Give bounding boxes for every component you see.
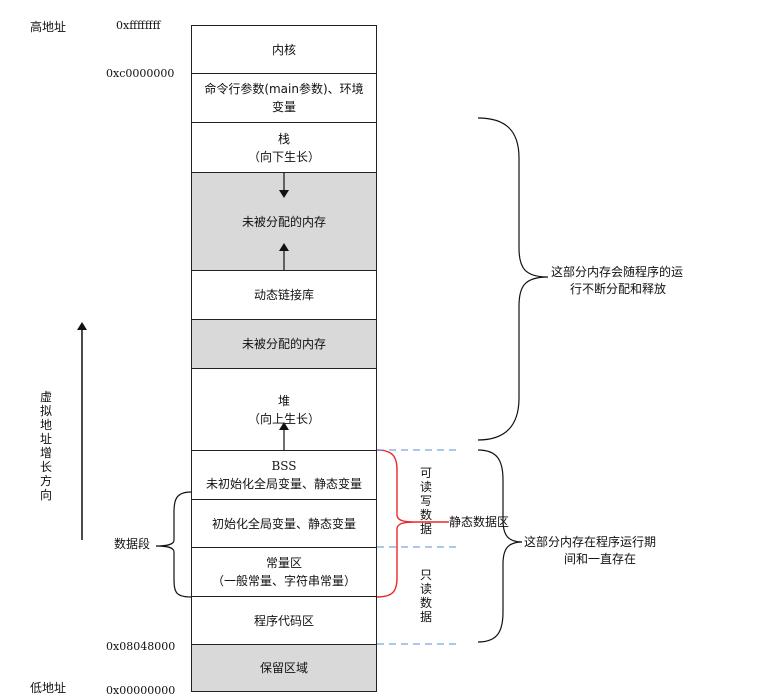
- address-bottom: 0x00000000: [106, 684, 176, 697]
- args-env-block: 命令行参数(main参数)、环境 变量: [191, 73, 377, 123]
- static-data-area-label: 静态数据区: [449, 515, 510, 529]
- growth-direction-label: 虚拟地址增长方向: [39, 390, 52, 502]
- static-memory-note-1: 这部分内存在程序运行期: [524, 535, 657, 549]
- readonly-data-label: 只读数据: [419, 568, 432, 624]
- stack-label-1: 栈: [277, 131, 290, 146]
- unallocated-label-lower: 未被分配的内存: [241, 337, 326, 351]
- heap-label-1: 堆: [277, 393, 290, 408]
- kernel-label: 内核: [271, 42, 296, 57]
- reserved-block: 保留区域: [191, 644, 377, 692]
- bss-label-1: BSS: [271, 459, 297, 473]
- bss-block: BSS 未初始化全局变量、静态变量: [191, 450, 377, 500]
- text-segment-label: 程序代码区: [253, 613, 314, 628]
- heap-label-2: （向上生长）: [247, 411, 320, 426]
- bss-label-2: 未初始化全局变量、静态变量: [205, 477, 362, 491]
- unallocated-memory-block-lower: 未被分配的内存: [191, 319, 377, 369]
- args-env-label-2: 变量: [271, 100, 296, 114]
- high-address-label: 高地址: [30, 20, 67, 34]
- kernel-block: 内核: [191, 25, 377, 74]
- reserved-label: 保留区域: [259, 661, 308, 675]
- data-segment-bracket: [155, 491, 192, 598]
- unallocated-label-upper: 未被分配的内存: [241, 214, 326, 229]
- address-code-start: 0x08048000: [106, 640, 176, 653]
- args-env-label-1: 命令行参数(main参数)、环境: [204, 82, 364, 96]
- rodata-block: 常量区 （一般常量、字符串常量）: [191, 547, 377, 597]
- data-block: 初始化全局变量、静态变量: [191, 499, 377, 548]
- data-label: 初始化全局变量、静态变量: [211, 516, 356, 531]
- address-kernel-start: 0xc0000000: [106, 67, 175, 80]
- readwrite-bracket-red: [376, 449, 417, 598]
- rodata-label-1: 常量区: [265, 556, 302, 570]
- address-top: 0xffffffff: [116, 19, 161, 32]
- readwrite-data-label: 可读写数据: [419, 466, 432, 536]
- static-memory-note-2: 间和一直存在: [564, 552, 637, 566]
- dynamic-region-brace: [477, 117, 549, 441]
- dynamic-library-label: 动态链接库: [253, 288, 314, 302]
- stack-label-2: （向下生长）: [247, 149, 320, 164]
- dynamic-memory-note-1: 这部分内存会随程序的运: [551, 265, 684, 279]
- static-region-brace: [477, 449, 523, 643]
- dynamic-memory-note-2: 行不断分配和释放: [570, 282, 667, 296]
- low-address-label: 低地址: [30, 681, 67, 695]
- rodata-label-2: （一般常量、字符串常量）: [211, 574, 356, 588]
- dynamic-library-block: 动态链接库: [191, 270, 377, 320]
- data-segment-label: 数据段: [114, 537, 151, 551]
